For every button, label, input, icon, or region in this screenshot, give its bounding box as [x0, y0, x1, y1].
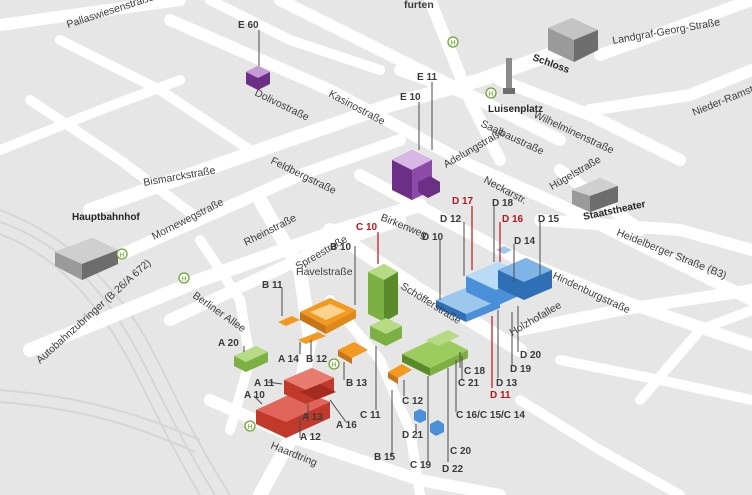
landmark-label-hauptbahnhof: Hauptbahnhof [72, 212, 140, 223]
svg-text:H: H [488, 91, 493, 98]
building-label-d15: D 15 [538, 214, 560, 225]
landmark-label-luisenplatz: Luisenplatz [488, 104, 543, 115]
building-label-e10: E 10 [400, 92, 421, 103]
building-label-e60: E 60 [238, 20, 259, 31]
building-label-e11: E 11 [417, 72, 437, 83]
building-b13[interactable] [338, 342, 368, 364]
building-label-b15: B 15 [374, 452, 396, 463]
svg-text:H: H [119, 252, 124, 259]
leader-lines [243, 30, 541, 462]
building-label-d20: D 20 [520, 350, 542, 361]
tram-stop-icon: H [328, 358, 340, 370]
street-label: furten [404, 0, 434, 11]
building-label-a20: A 20 [218, 338, 239, 349]
building-label-d11: D 11 [490, 390, 511, 401]
building-c11[interactable] [370, 318, 402, 346]
street-label: Havelstraße [296, 266, 353, 278]
tram-stop-icon: H [485, 87, 497, 99]
building-a20[interactable] [234, 346, 268, 372]
building-label-d12: D 12 [440, 214, 462, 225]
building-label-d21: D 21 [402, 430, 424, 441]
building-label-d19: D 19 [510, 364, 532, 375]
building-label-d16: D 16 [502, 214, 524, 225]
building-b10-b11[interactable] [278, 298, 356, 334]
tram-stop-icon: H [178, 272, 190, 284]
building-c10[interactable] [368, 264, 398, 322]
building-label-a12: A 12 [300, 432, 321, 443]
building-label-d18: D 18 [492, 198, 514, 209]
building-label-a14: A 14 [278, 354, 299, 365]
building-label-a13: A 13 [302, 412, 323, 423]
building-label-d13: D 13 [496, 378, 518, 389]
building-label-c10: C 10 [356, 222, 378, 233]
building-b12[interactable] [298, 332, 326, 344]
tram-stop-icon: H [116, 248, 128, 260]
building-label-d22: D 22 [442, 464, 464, 475]
tram-stop-icons: H H H H H H [116, 36, 497, 432]
luisenplatz-monument [503, 58, 515, 94]
building-label-c21: C 21 [458, 378, 480, 389]
building-label-a16: A 16 [336, 420, 357, 431]
schloss-building [548, 18, 598, 62]
building-label-d10: D 10 [422, 232, 444, 243]
svg-text:H: H [181, 276, 186, 283]
building-d21[interactable] [414, 409, 426, 423]
building-d22[interactable] [430, 420, 444, 436]
building-label-c11: C 11 [360, 410, 381, 421]
tram-stop-icon: H [244, 420, 256, 432]
building-labels: E 60 E 11 E 10 C 10 B 10 B 11 A 20 A 14 … [218, 20, 560, 475]
svg-text:H: H [247, 424, 252, 431]
staatstheater-building [572, 178, 618, 212]
building-e10-e11[interactable] [392, 150, 440, 200]
building-label-d17: D 17 [452, 196, 474, 207]
building-label-a11: A 11 [254, 378, 275, 389]
building-label-b10: B 10 [330, 242, 352, 253]
building-c-cluster[interactable] [402, 330, 468, 376]
building-e60[interactable] [246, 66, 270, 90]
building-label-b12: B 12 [306, 354, 328, 365]
svg-text:H: H [331, 362, 336, 369]
building-label-c19: C 19 [410, 460, 432, 471]
leader-lines-highlight [377, 206, 501, 388]
hauptbahnhof-building [55, 238, 118, 280]
building-a-cluster[interactable] [256, 368, 336, 438]
building-label-c12: C 12 [402, 396, 424, 407]
building-label-a10: A 10 [244, 390, 265, 401]
building-label-b13: B 13 [346, 378, 368, 389]
building-d-cluster[interactable] [436, 246, 552, 322]
building-label-d14: D 14 [514, 236, 536, 247]
tram-stop-icon: H [447, 36, 459, 48]
building-label-c16-c15-c14: C 16/C 15/C 14 [456, 410, 525, 421]
building-label-c18: C 18 [464, 366, 486, 377]
building-c12[interactable] [388, 364, 412, 384]
building-label-b11: B 11 [262, 280, 283, 291]
svg-text:H: H [450, 40, 455, 47]
building-label-c20: C 20 [450, 446, 472, 457]
